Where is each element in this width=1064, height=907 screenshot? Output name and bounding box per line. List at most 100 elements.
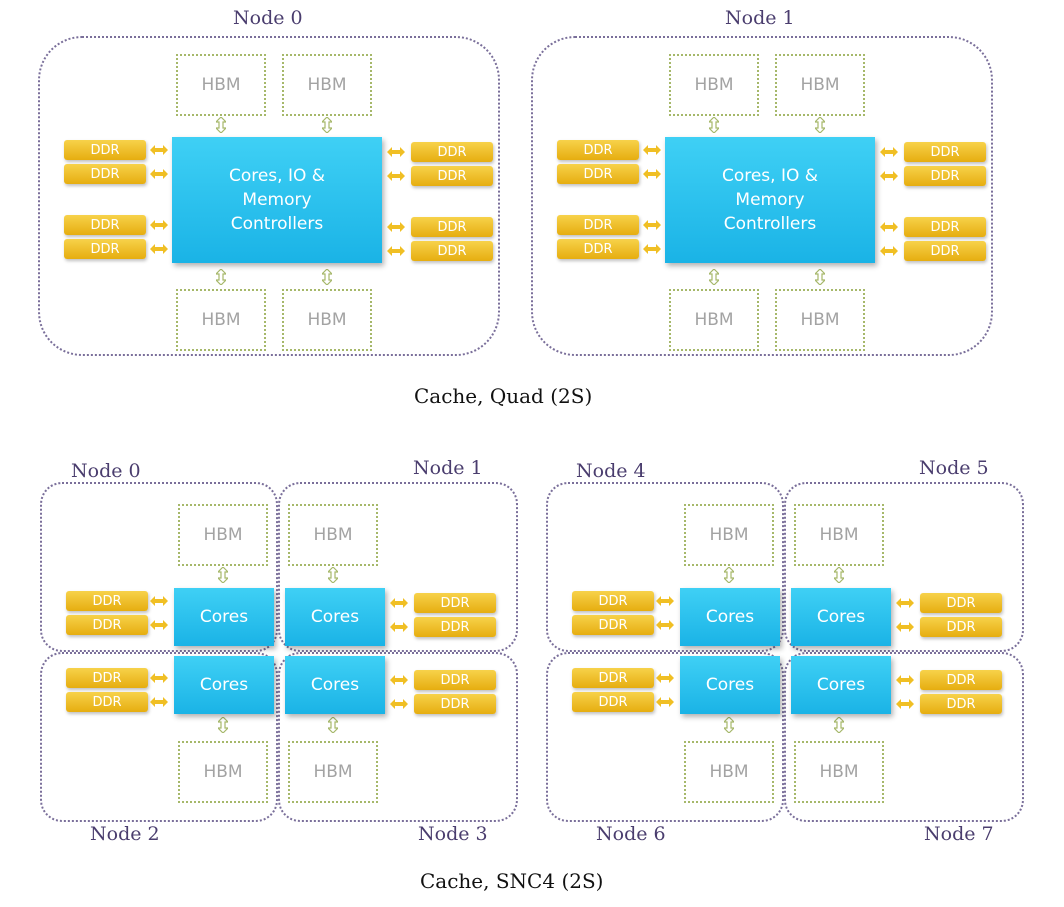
snc4-node-4-ddr-arrow [656,596,674,606]
core-label: Cores [199,607,249,627]
snc4-node-4-ddr-arrow [656,620,674,630]
snc4-node-4-hbm: HBM [684,504,774,566]
quad-node-1-ddr-right-1: DDR [904,166,986,186]
quad-node-1-hbm-bottom-left: HBM [669,289,759,351]
core-label: Cores [705,675,755,695]
snc4-node-7-ddr-arrow [896,675,914,685]
quad-node-1-hbm-arrow [709,269,719,285]
snc4-node-3-hbm-arrow [328,717,338,733]
snc4-node-4-hbm-arrow [724,567,734,583]
quad-node-0-ddr-right-2: DDR [411,217,493,237]
snc4-node-6-ddr-2: DDR [572,668,654,688]
quad-node-1-ddr-arrow [643,169,661,179]
snc4-node-5-label: Node 5 [919,457,989,479]
quad-node-0-ddr-arrow [387,147,405,157]
quad-node-1-hbm-arrow [815,117,825,133]
snc4-node-0-region [40,482,278,652]
snc4-node-3-cores: Cores [285,656,385,714]
quad-node-1-hbm-top-left: HBM [669,54,759,116]
quad-node-1-hbm-arrow [709,117,719,133]
quad-node-0-hbm-arrow [216,117,226,133]
quad-node-0-hbm-top-left: HBM [176,54,266,116]
snc4-node-5-ddr-arrow [896,598,914,608]
quad-node-1-ddr-right-0: DDR [904,142,986,162]
snc4-node-2-hbm-arrow [218,717,228,733]
quad-node-0-cores-block: Cores, IO & Memory Controllers [172,137,382,263]
snc4-node-6-hbm: HBM [684,741,774,803]
quad-node-0-region [38,36,500,356]
snc4-node-5-hbm-arrow [834,567,844,583]
quad-node-1-ddr-arrow [643,244,661,254]
quad-node-0-ddr-left-2: DDR [64,215,146,235]
quad-node-0-hbm-bottom-right: HBM [282,289,372,351]
snc4-node-2-region [40,652,278,822]
quad-node-1-ddr-arrow [880,147,898,157]
snc4-node-5-ddr-1: DDR [920,617,1002,637]
snc4-node-1-region [278,482,518,652]
snc4-node-2-ddr-3: DDR [66,692,148,712]
quad-node-1-hbm-top-right: HBM [775,54,865,116]
quad-node-1-ddr-left-3: DDR [557,239,639,259]
snc4-node-0-ddr-0: DDR [66,591,148,611]
snc4-node-1-ddr-arrow [390,598,408,608]
snc4-node-0-ddr-arrow [150,596,168,606]
snc4-node-4-ddr-1: DDR [572,615,654,635]
snc4-node-7-ddr-2: DDR [920,670,1002,690]
snc4-node-5-ddr-arrow [896,622,914,632]
core-label: Cores [816,607,866,627]
snc4-node-3-label: Node 3 [418,823,488,845]
snc4-node-6-ddr-3: DDR [572,692,654,712]
snc4-node-3-ddr-arrow [390,675,408,685]
snc4-node-0-label: Node 0 [71,460,141,482]
core-label: Cores, IO & Memory Controllers [228,166,326,234]
snc4-node-7-hbm: HBM [794,741,884,803]
quad-node-0-hbm-arrow [216,269,226,285]
snc4-node-1-ddr-1: DDR [414,617,496,637]
quad-node-1-cores-block: Cores, IO & Memory Controllers [665,137,875,263]
snc4-node-1-hbm: HBM [288,504,378,566]
snc4-node-7-label: Node 7 [924,823,994,845]
snc4-node-1-hbm-arrow [328,567,338,583]
quad-node-1-ddr-arrow [880,171,898,181]
quad-node-0-label: Node 0 [233,7,303,29]
snc4-node-4-cores: Cores [680,588,780,646]
snc4-node-4-ddr-0: DDR [572,591,654,611]
snc4-node-6-ddr-arrow [656,673,674,683]
snc4-node-2-ddr-arrow [150,697,168,707]
quad-node-1-label: Node 1 [725,7,795,29]
snc4-node-6-label: Node 6 [596,823,666,845]
snc4-node-5-region [784,482,1024,652]
quad-node-0-ddr-arrow [150,145,168,155]
snc4-node-5-ddr-0: DDR [920,593,1002,613]
quad-caption: Cache, Quad (2S) [414,384,593,408]
core-label: Cores [310,607,360,627]
snc4-node-0-ddr-arrow [150,620,168,630]
core-label: Cores [705,607,755,627]
quad-node-0-ddr-arrow [387,222,405,232]
quad-node-1-ddr-left-2: DDR [557,215,639,235]
snc4-node-7-hbm-arrow [834,717,844,733]
quad-node-1-ddr-arrow [880,246,898,256]
snc4-node-0-hbm: HBM [178,504,268,566]
quad-node-0-ddr-arrow [150,244,168,254]
snc4-node-3-ddr-arrow [390,699,408,709]
snc4-node-0-ddr-1: DDR [66,615,148,635]
snc4-node-5-cores: Cores [791,588,891,646]
snc4-node-1-ddr-0: DDR [414,593,496,613]
quad-node-1-ddr-left-0: DDR [557,140,639,160]
snc4-node-2-cores: Cores [174,656,274,714]
snc4-node-1-ddr-arrow [390,622,408,632]
snc4-node-2-label: Node 2 [90,823,160,845]
quad-node-1-ddr-arrow [643,220,661,230]
snc4-node-3-region [278,652,518,822]
snc4-node-6-cores: Cores [680,656,780,714]
quad-node-0-ddr-right-1: DDR [411,166,493,186]
quad-node-0-ddr-arrow [150,169,168,179]
snc4-node-6-hbm-arrow [724,717,734,733]
quad-node-1-ddr-left-1: DDR [557,164,639,184]
quad-node-0-hbm-arrow [322,117,332,133]
snc4-node-7-region [784,652,1024,822]
snc4-node-1-label: Node 1 [413,457,483,479]
quad-node-0-hbm-arrow [322,269,332,285]
